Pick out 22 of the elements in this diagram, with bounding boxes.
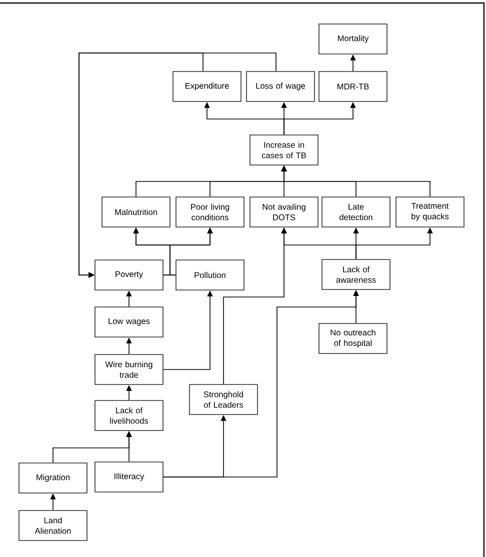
process-box: Not availing DOTS <box>250 196 318 228</box>
process-box: Expenditure <box>172 71 242 102</box>
process-box: Wire burning trade <box>94 354 164 385</box>
process-box: No outreach of hospital <box>318 323 388 354</box>
process-box: Lack of awareness <box>322 259 390 290</box>
process-box: Lack of livelihoods <box>94 400 164 431</box>
process-box: Loss of wage <box>246 71 315 102</box>
process-box: Pollution <box>176 260 244 290</box>
process-box: Treatment by quacks <box>396 196 464 228</box>
process-box: Increase in cases of TB <box>250 134 318 166</box>
process-box: Late detection <box>322 196 390 228</box>
process-box: Land Alienation <box>18 510 88 541</box>
process-box: Poor living conditions <box>176 196 244 228</box>
arrow <box>78 52 276 278</box>
process-box: Stronghold of Leaders <box>189 384 258 415</box>
process-box: Low wages <box>94 306 164 338</box>
process-box: Poverty <box>94 260 164 290</box>
process-box: Migration <box>18 462 88 494</box>
process-box: Illiteracy <box>94 462 164 492</box>
process-box: Mortality <box>318 24 388 54</box>
process-box: Malnutrition <box>102 196 170 228</box>
process-box: MDR-TB <box>318 71 388 102</box>
